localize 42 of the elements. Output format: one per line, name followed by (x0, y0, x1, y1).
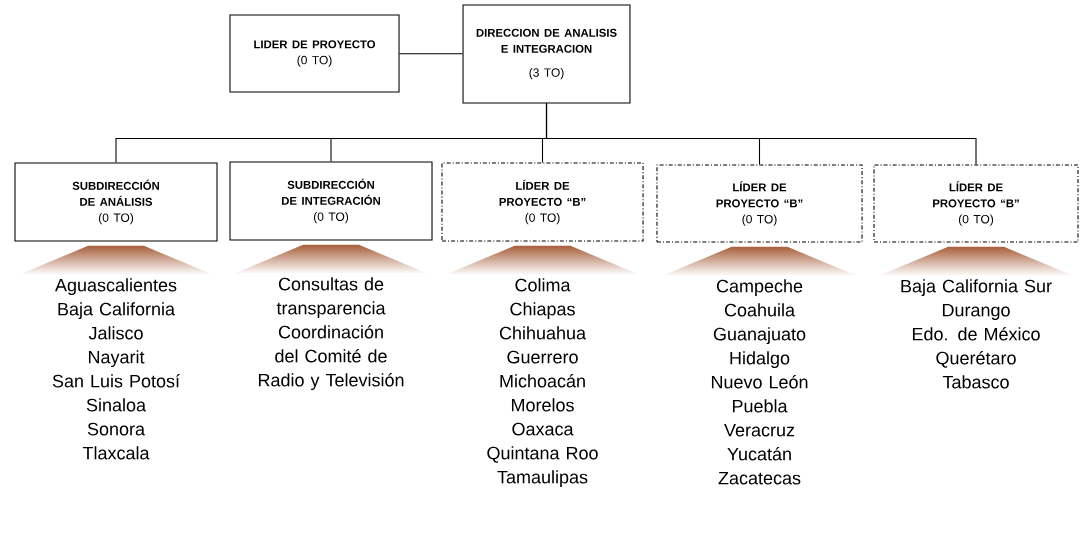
list-item: Yucatán (727, 447, 791, 461)
list-item: Querétaro (936, 351, 1016, 368)
list-item: Tlaxcala (82, 446, 150, 460)
list-item: Sonora (87, 422, 146, 436)
list-item: Oaxaca (512, 422, 574, 436)
list-item: Morelos (512, 398, 574, 412)
list-item: Colima (515, 278, 571, 292)
list-item: Nuevo León (711, 375, 808, 389)
list-item: Nayarit (89, 350, 145, 368)
org-box: LÍDER DE PROYECTO “B” (0 TO) (873, 164, 1079, 243)
list-item: Tamaulipas (497, 470, 588, 488)
list-item: Tabasco (942, 375, 1009, 389)
list-item: Coahuila (724, 303, 795, 317)
connector-line (545, 103, 977, 165)
list-item: Michoacán (500, 374, 585, 388)
list-item: Aguascalientes (55, 278, 177, 296)
list-item: Baja California Sur (901, 279, 1052, 297)
list-item: Campeche (716, 279, 803, 297)
org-box: DIRECCION DE ANALISIS E INTEGRACION (3 TO) (462, 4, 631, 104)
list-item: Consultas de transparencia (276, 277, 386, 319)
list-item: Baja California (58, 302, 175, 320)
list-item: Puebla (732, 399, 788, 413)
org-box: LÍDER DE PROYECTO “B” (0 TO) (441, 162, 644, 242)
list-item: Guerrero (507, 350, 578, 364)
list-item: Chiapas (510, 302, 575, 320)
org-box: LIDER DE PROYECTO (0 TO) (229, 14, 400, 93)
list-item: Chihuahua (499, 326, 587, 340)
org-box: SUBDIRECCIÓN DE ANÁLISIS (0 TO) (14, 162, 218, 242)
list-item: Jalisco (88, 326, 143, 340)
connector-line (399, 53, 464, 55)
list-item: Durango (942, 303, 1010, 321)
list-item: San Luis Potosí (52, 374, 180, 388)
list-item: Hidalgo (730, 351, 790, 369)
list-item: Sinaloa (86, 398, 146, 412)
list-item: Zacatecas (718, 471, 801, 485)
org-box: LÍDER DE PROYECTO “B” (0 TO) (656, 164, 863, 243)
list-item: Coordinación del Comité de Radio y Televisión (258, 325, 404, 391)
list-item: Edo. de México (912, 327, 1040, 341)
list-item: Guanajuato (713, 327, 806, 345)
list-item: Veracruz (724, 423, 795, 437)
list-item: Quintana Roo (487, 446, 598, 463)
org-box: SUBDIRECCIÓN DE INTEGRACIÓN (0 TO) (229, 161, 433, 241)
